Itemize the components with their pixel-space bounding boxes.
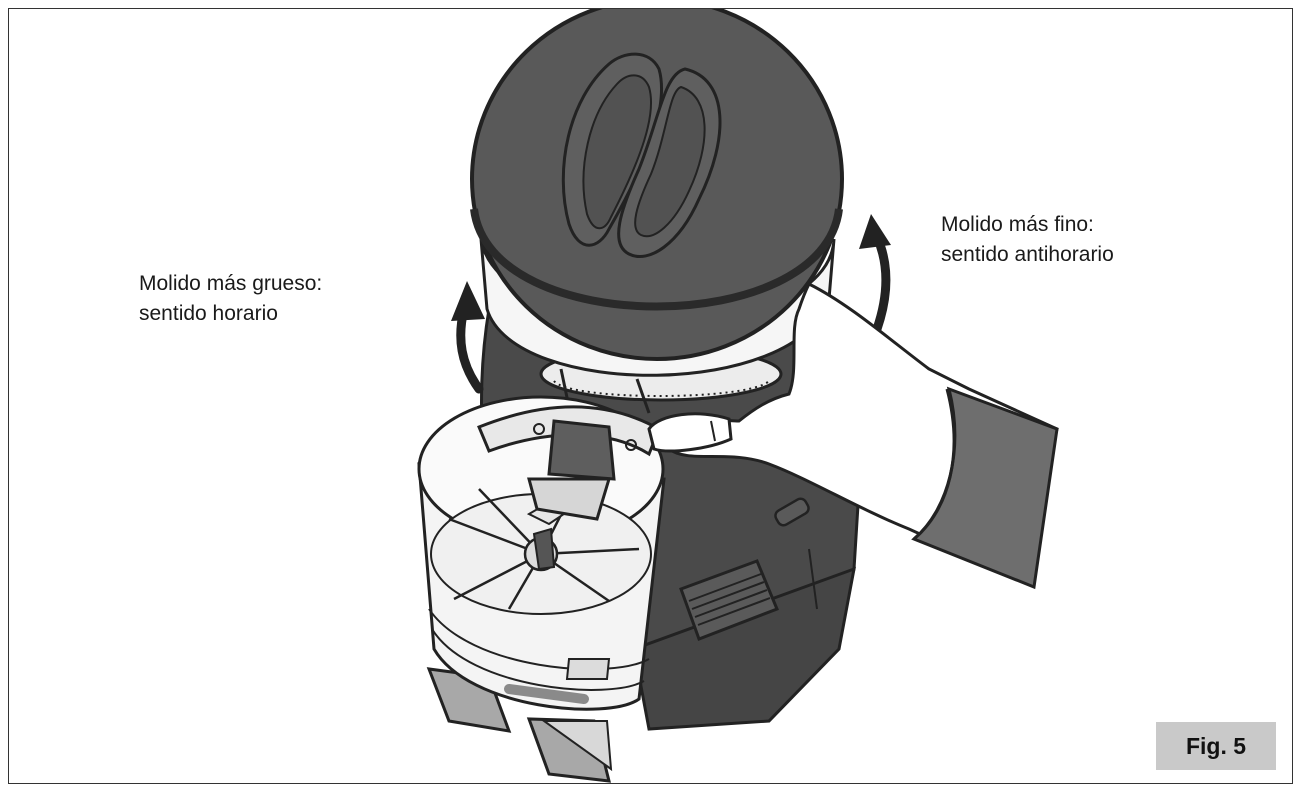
fine-grind-caption: Molido más fino: sentido antihorario [941,210,1114,270]
coarse-grind-line1: Molido más grueso: [139,272,323,295]
coarse-grind-caption: Molido más grueso: sentido horario [139,269,322,329]
coarse-grind-line2: sentido horario [139,302,278,325]
start-switch [679,559,779,641]
clockwise-arrow [451,281,485,394]
coffee-bean-emblem [561,52,722,259]
fine-grind-line1: Molido más fino: [941,213,1094,236]
ground-coffee-container [417,395,666,783]
grinder-illustration [417,9,1059,783]
counterclockwise-arrow [859,214,891,334]
figure-frame: Molido más grueso: sentido horario Molid… [8,8,1293,784]
fine-grind-line2: sentido antihorario [941,243,1114,266]
bean-hopper [470,9,844,377]
hand-illustration [647,281,1059,590]
figure-number-badge: Fig. 5 [1156,722,1276,770]
